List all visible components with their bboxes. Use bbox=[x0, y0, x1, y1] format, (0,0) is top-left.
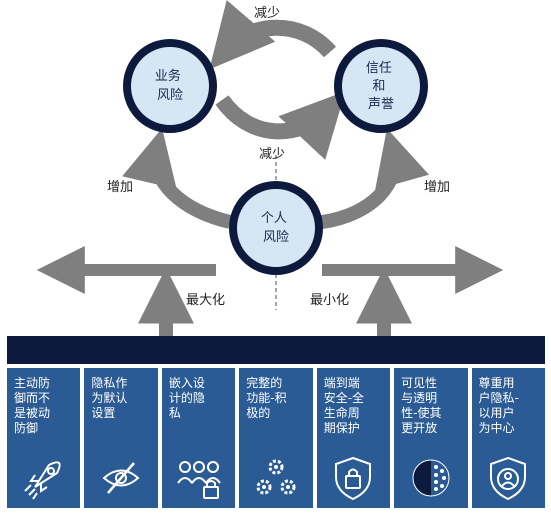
increase-arrow-right bbox=[320, 128, 430, 229]
principles-row: 主动防 御而不 是被动 防御 隐私作 为默认 设置 嵌入设 计的隐 私 完整的 … bbox=[7, 368, 545, 508]
business-risk-label: 业务 风险 bbox=[155, 68, 185, 103]
principle-label: 端到端 安全-全 生命周 期保护 bbox=[323, 376, 365, 435]
principle-label: 尊重用 户隐私- 以用户 为中心 bbox=[478, 376, 519, 435]
people-lock-icon bbox=[176, 461, 221, 499]
principle-label: 隐私作 为默认 设置 bbox=[91, 376, 128, 420]
reduce-arrow-top bbox=[209, 0, 336, 70]
principle-label: 可见性 与透明 性-使其 更开放 bbox=[401, 376, 442, 435]
principle-card-proactive: 主动防 御而不 是被动 防御 bbox=[7, 368, 81, 508]
business-risk-circle bbox=[123, 39, 217, 133]
principle-card-user-centric: 尊重用 户隐私- 以用户 为中心 bbox=[471, 368, 545, 508]
increase-arrow-left bbox=[122, 128, 232, 229]
reduce-arrow-middle bbox=[215, 91, 346, 160]
personal-risk-circle bbox=[229, 181, 323, 275]
trust-label: 信任 和 声誉 bbox=[366, 61, 396, 112]
rocket-icon bbox=[23, 461, 61, 500]
principle-card-embedded: 嵌入设 计的隐 私 bbox=[161, 368, 236, 508]
principle-card-endtoend: 端到端 安全-全 生命周 期保护 bbox=[316, 368, 391, 508]
eye-slash-icon bbox=[102, 462, 140, 494]
increase-label-left: 增加 bbox=[107, 180, 133, 195]
principle-card-default: 隐私作 为默认 设置 bbox=[84, 368, 158, 508]
personal-risk-label: 个人 风险 bbox=[261, 211, 291, 245]
increase-label-right: 增加 bbox=[424, 180, 450, 195]
shield-lock-icon bbox=[335, 456, 372, 501]
principle-card-functionality: 完整的 功能-积 极的 bbox=[239, 368, 313, 508]
foundation-bar bbox=[7, 336, 545, 364]
reduce-label-top: 减少 bbox=[254, 6, 280, 21]
principle-label: 完整的 功能-积 极的 bbox=[246, 376, 287, 420]
gears-icon bbox=[256, 459, 296, 495]
principle-label: 主动防 御而不 是被动 防御 bbox=[14, 376, 51, 435]
half-circle-icon bbox=[412, 459, 450, 497]
shield-user-icon bbox=[490, 456, 527, 501]
reduce-label-middle: 减少 bbox=[259, 147, 285, 162]
maximize-label: 最大化 bbox=[186, 293, 225, 308]
principle-label: 嵌入设 计的隐 私 bbox=[168, 376, 205, 420]
principle-card-visibility: 可见性 与透明 性-使其 更开放 bbox=[394, 368, 468, 508]
trust-circle bbox=[334, 39, 428, 133]
minimize-label: 最小化 bbox=[310, 293, 349, 308]
